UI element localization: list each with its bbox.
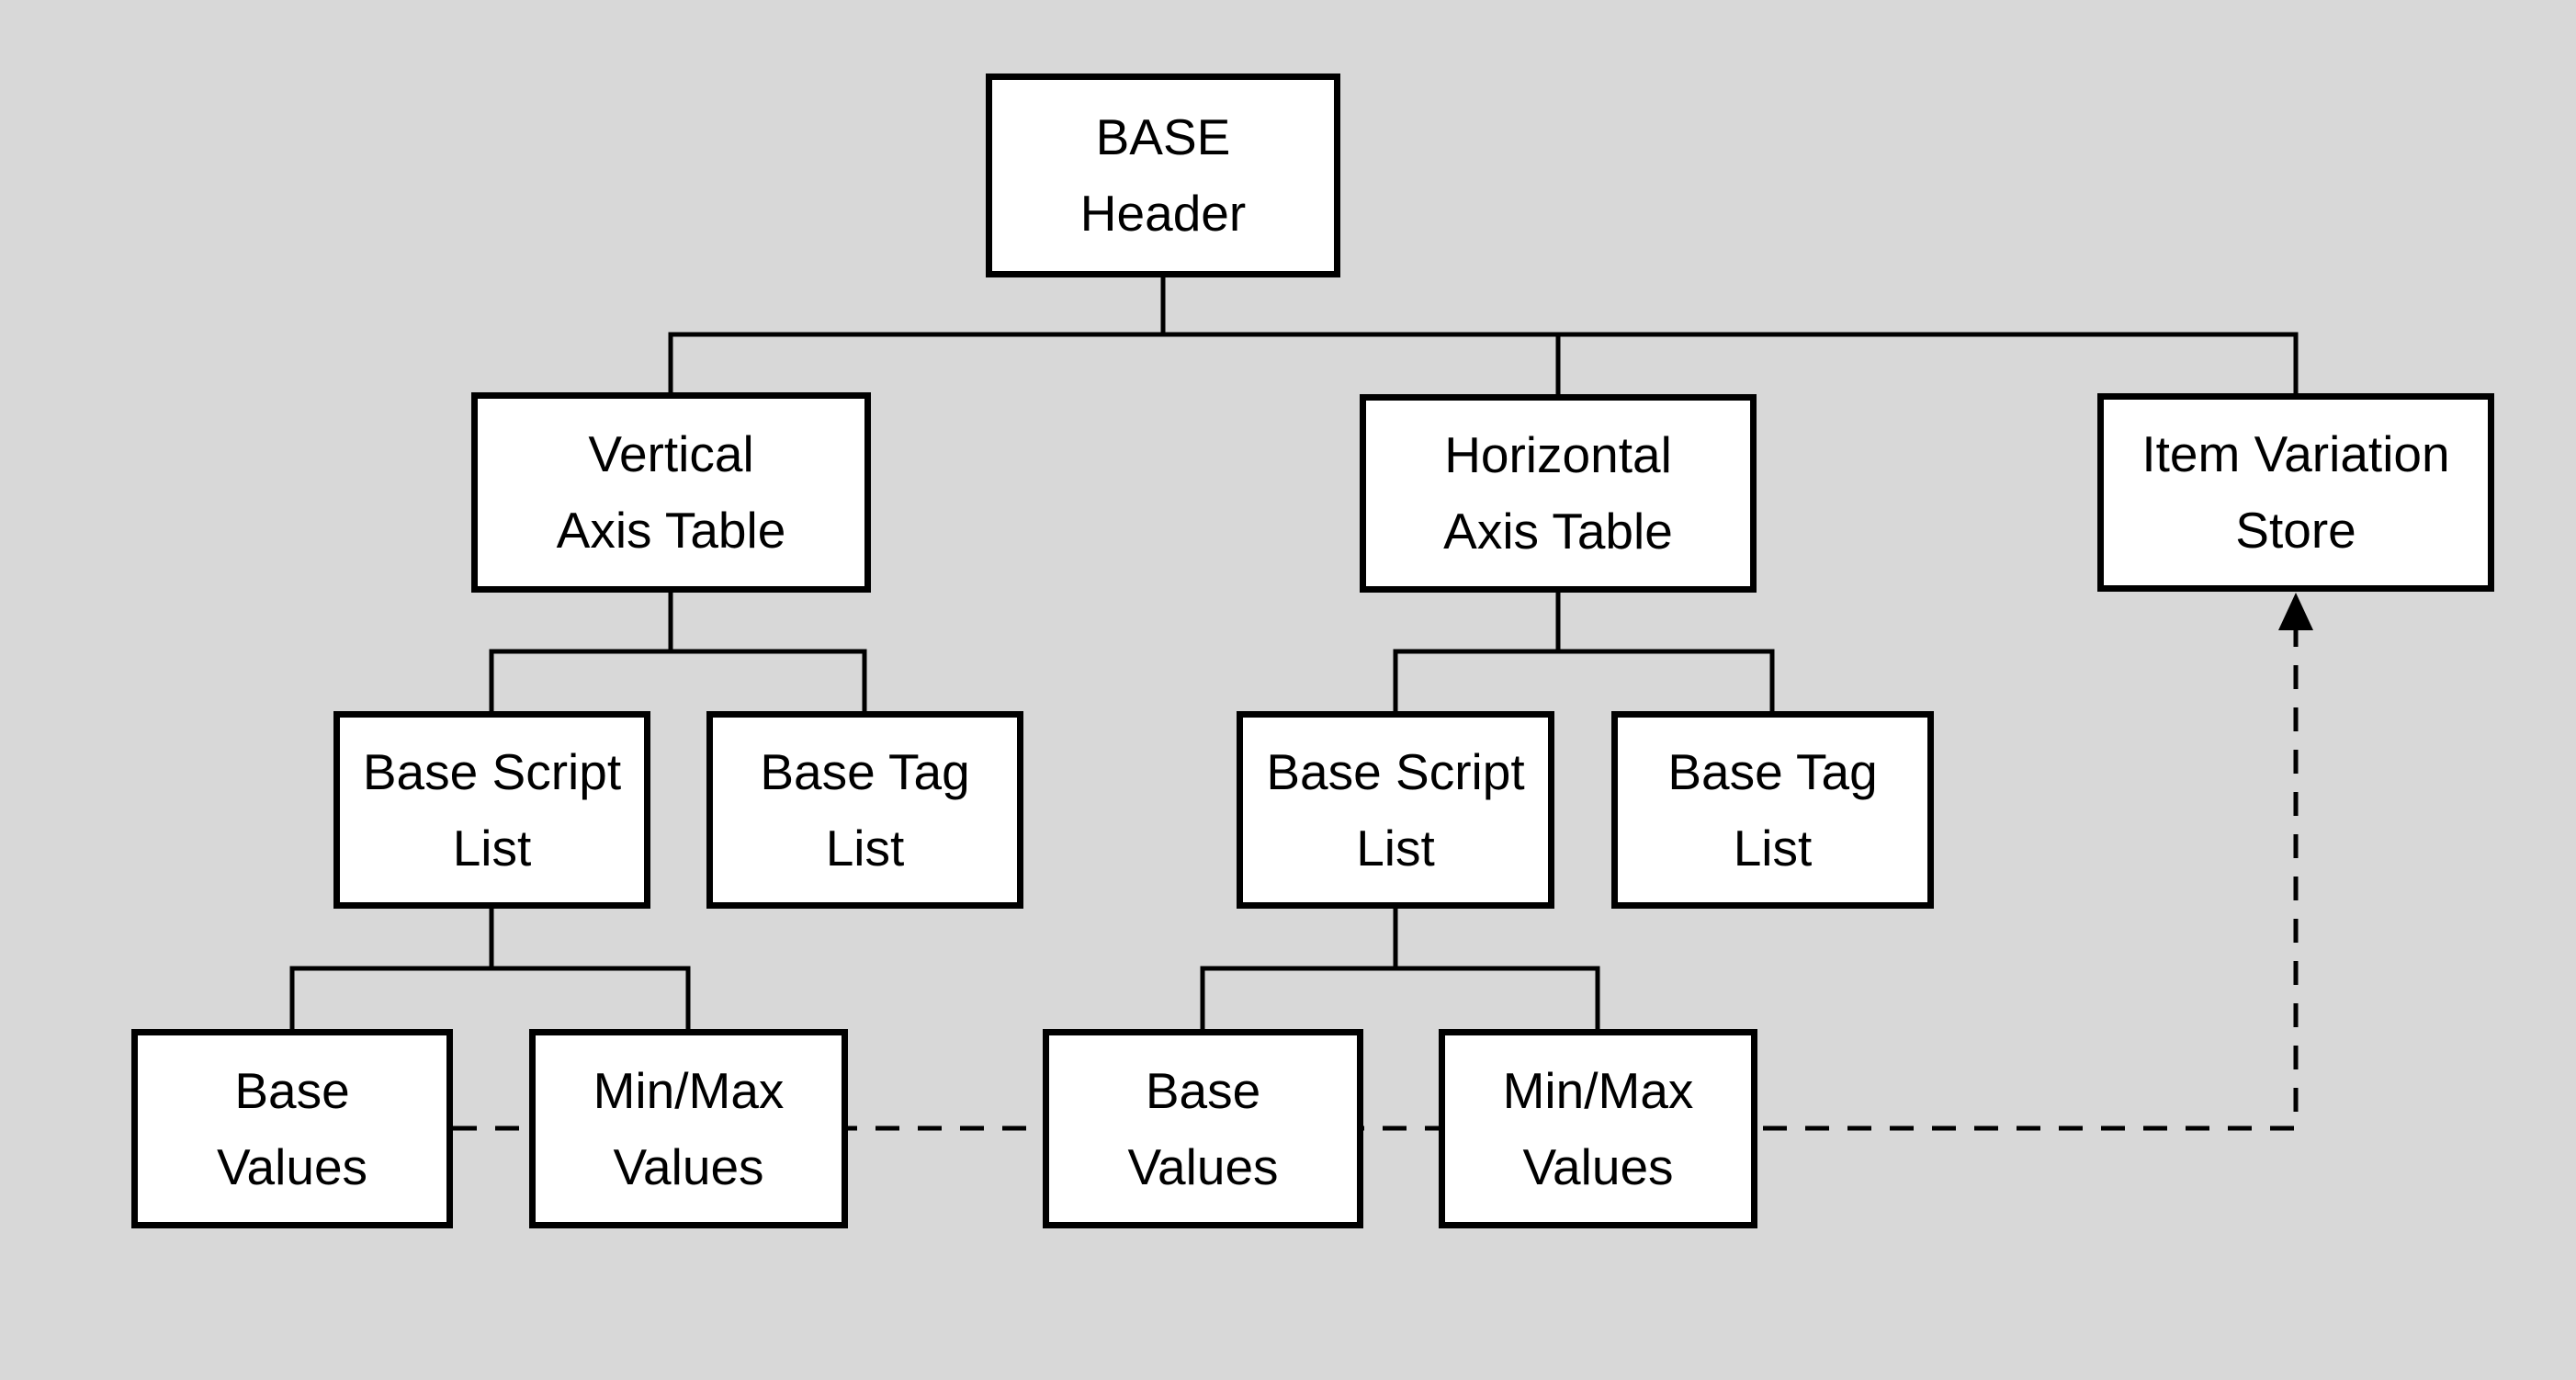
node-vertical-axis-table-label: Vertical Axis Table — [556, 425, 786, 559]
node-minmax-values-right: Min/Max Values — [1439, 1029, 1757, 1228]
node-minmax-values-left-label: Min/Max Values — [593, 1061, 785, 1195]
node-horizontal-axis-table-label: Horizontal Axis Table — [1443, 426, 1673, 560]
node-base-values-right: Base Values — [1043, 1029, 1363, 1228]
node-item-variation-store-label: Item Variation Store — [2141, 425, 2450, 559]
node-base-script-list-right: Base Script List — [1237, 711, 1554, 909]
node-base-tag-list-right-label: Base Tag List — [1667, 742, 1878, 877]
node-base-script-list-right-label: Base Script List — [1266, 742, 1525, 877]
node-minmax-values-left: Min/Max Values — [529, 1029, 848, 1228]
node-base-header: BASE Header — [986, 74, 1340, 277]
node-base-values-left-label: Base Values — [216, 1061, 368, 1195]
node-base-values-left: Base Values — [131, 1029, 453, 1228]
node-item-variation-store: Item Variation Store — [2097, 393, 2494, 592]
node-base-values-right-label: Base Values — [1127, 1061, 1279, 1195]
node-base-header-label: BASE Header — [1079, 108, 1247, 242]
node-base-tag-list-right: Base Tag List — [1611, 711, 1934, 909]
node-minmax-values-right-label: Min/Max Values — [1502, 1061, 1694, 1195]
node-base-tag-list-left-label: Base Tag List — [760, 742, 970, 877]
dashed-arrowhead-up — [2278, 593, 2313, 630]
node-base-script-list-left: Base Script List — [333, 711, 650, 909]
node-vertical-axis-table: Vertical Axis Table — [471, 392, 871, 593]
node-base-tag-list-left: Base Tag List — [706, 711, 1023, 909]
node-base-script-list-left-label: Base Script List — [362, 742, 622, 877]
tree-connectors — [289, 275, 2299, 1032]
node-horizontal-axis-table: Horizontal Axis Table — [1360, 394, 1757, 593]
